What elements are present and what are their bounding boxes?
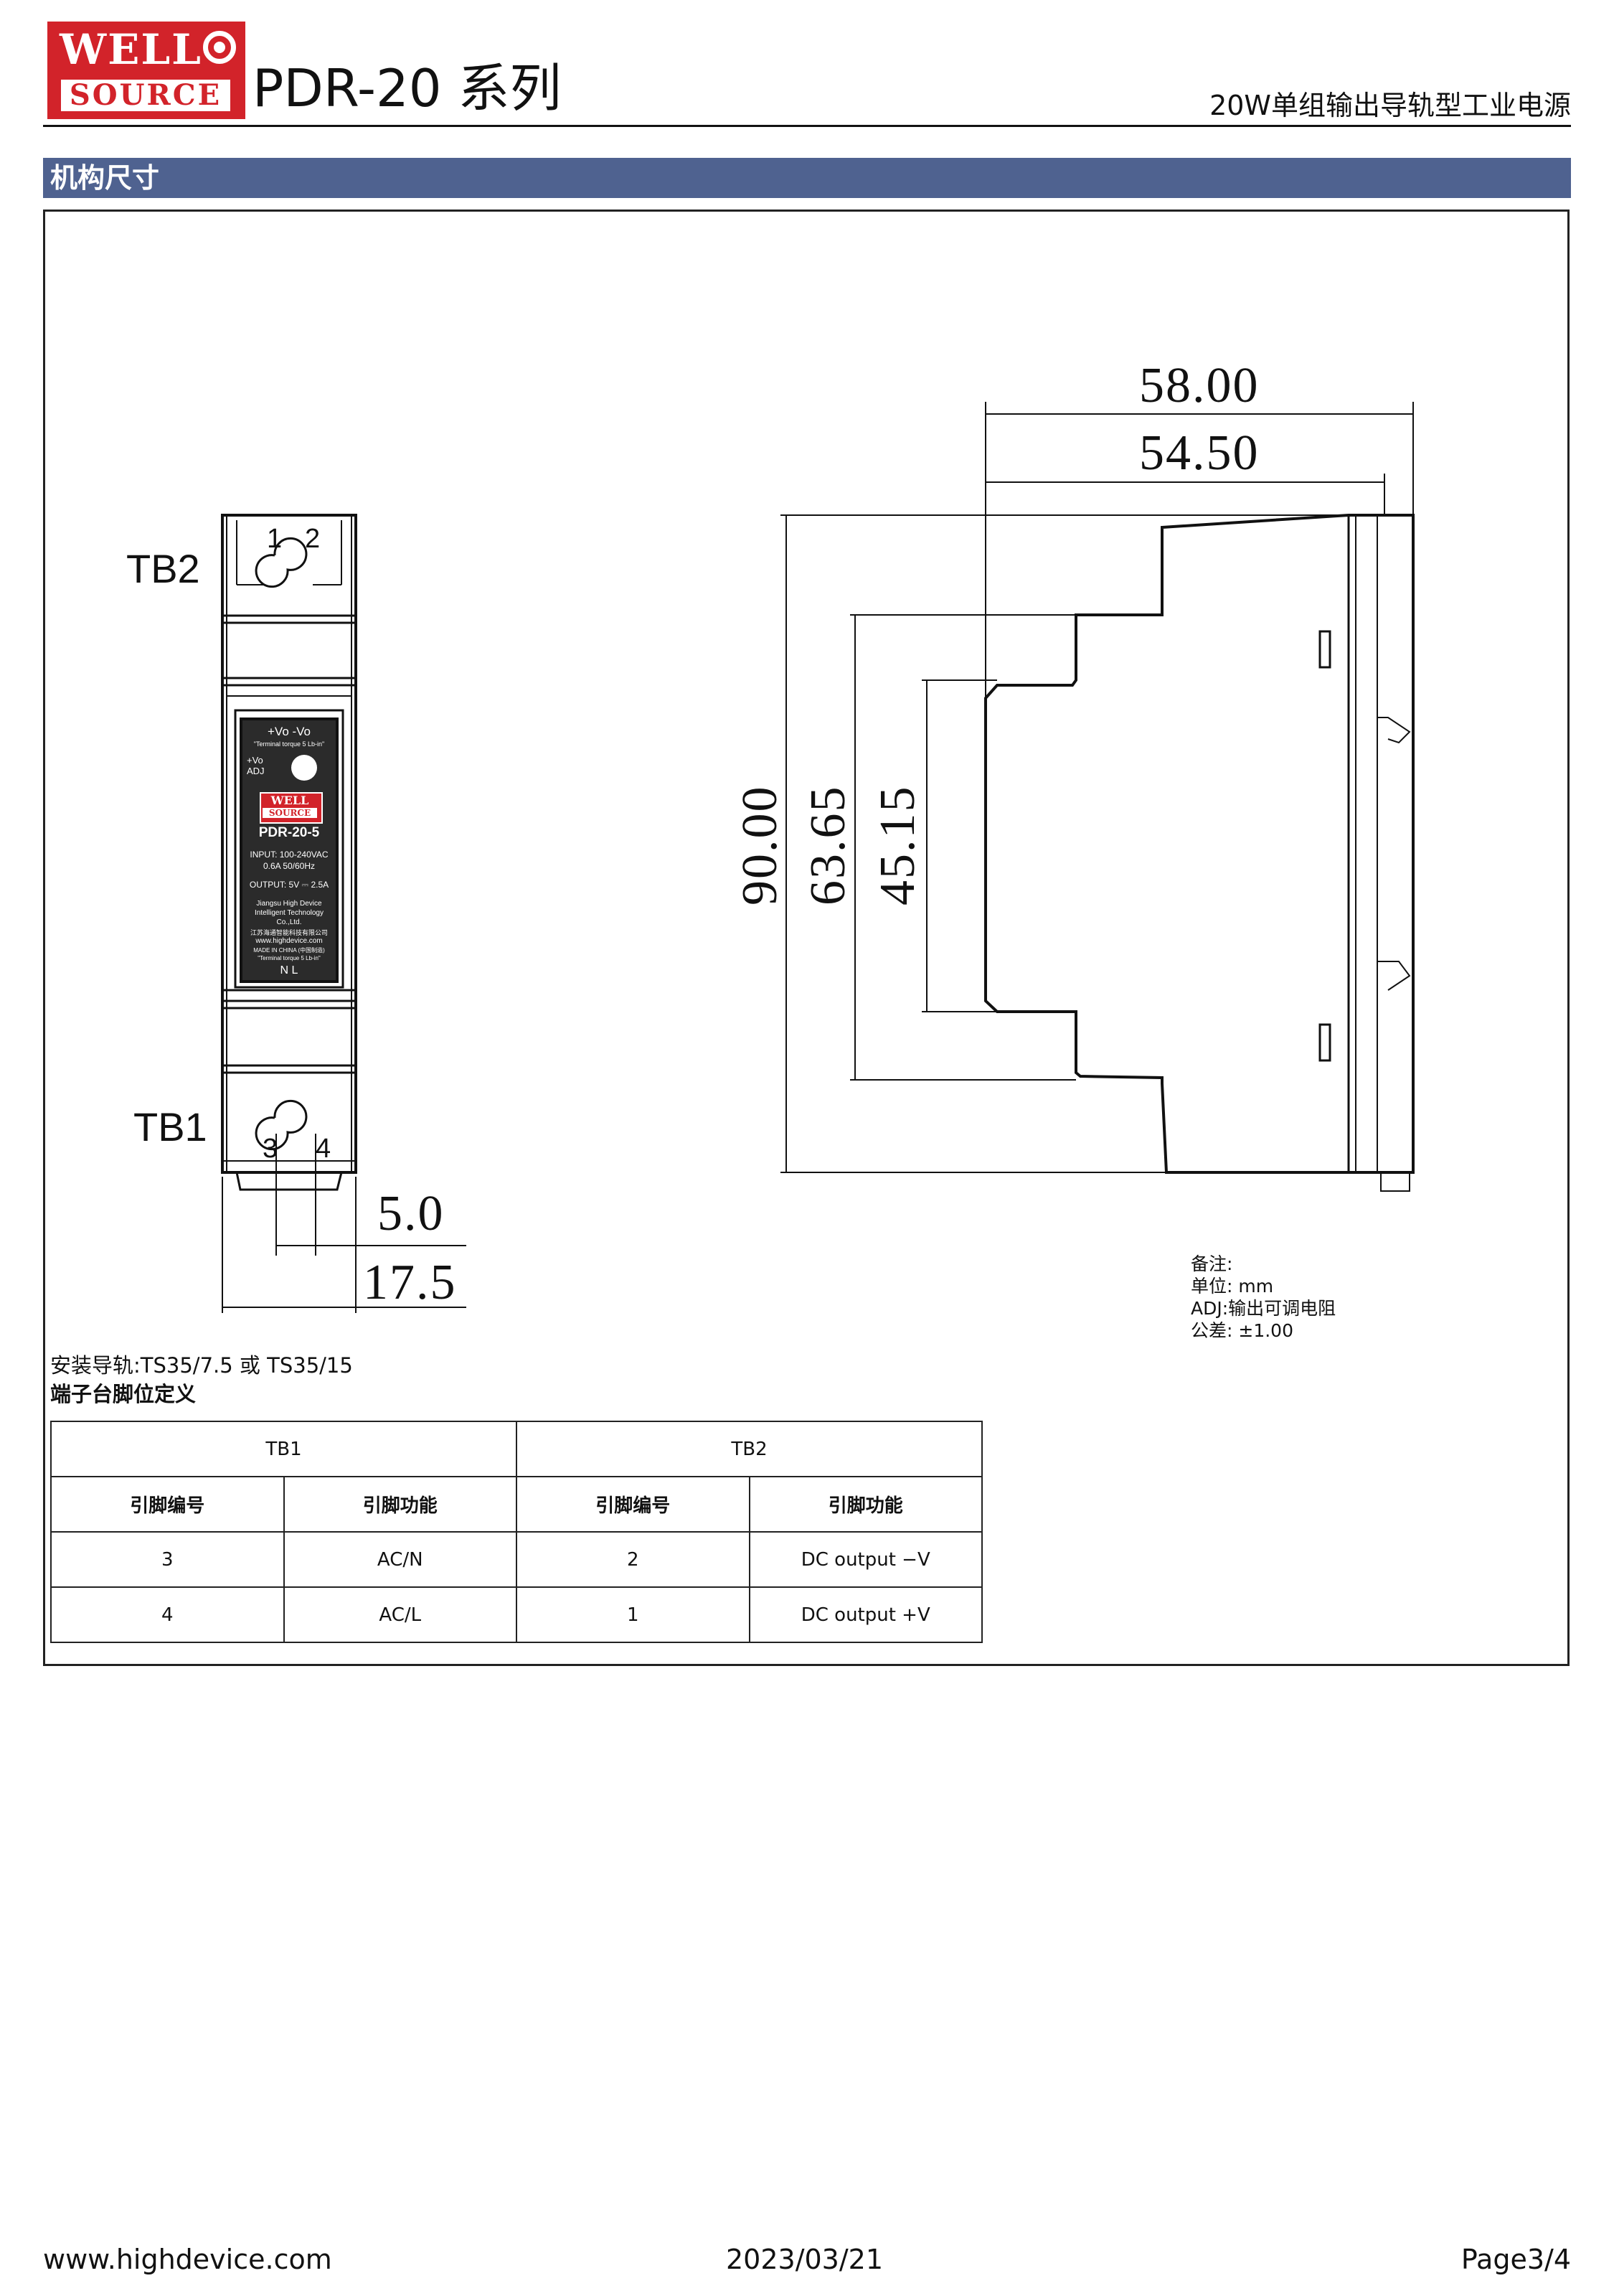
pin-table: TB1 TB2 引脚编号 引脚功能 引脚编号 引脚功能 3 AC/N 2 DC … (50, 1421, 983, 1643)
section-title: 机构尺寸 (50, 162, 160, 194)
table-cell: DC output −V (748, 1531, 983, 1588)
rail-spec: 安装导轨:TS35/7.5 或 TS35/15 (50, 1353, 353, 1378)
dim-pitch: 5.0 (377, 1186, 445, 1241)
table-cell: 2 (516, 1531, 750, 1588)
dim-height-total: 90.00 (732, 785, 788, 906)
label-torque-top: "Terminal torque 5 Lb-in" (253, 740, 325, 748)
notes-adj: ADJ:输出可调电阻 (1191, 1298, 1336, 1319)
label-maker3: Co.,Ltd. (276, 918, 302, 926)
label-logo-top: WELL (270, 794, 309, 807)
device-label: +Vo -Vo "Terminal torque 5 Lb-in" +Vo AD… (240, 718, 339, 983)
series-title: PDR-20 系列 (253, 58, 562, 118)
logo-text-top: WELL (60, 25, 202, 74)
dim-width: 17.5 (363, 1255, 457, 1310)
label-adj: +Vo ADJ (247, 755, 265, 776)
label-maker-cn: 江苏海通智能科技有限公司 (250, 929, 328, 936)
tb1-pin-3: 3 (263, 1134, 278, 1164)
label-made: MADE IN CHINA (中国制造) (253, 947, 325, 954)
pin-table-header: 引脚编号 (516, 1476, 750, 1533)
front-view-body (221, 514, 357, 1174)
table-cell: AC/N (283, 1531, 517, 1588)
header-divider (43, 125, 1571, 127)
notes-title: 备注: (1191, 1253, 1233, 1274)
tb2-label: TB2 (126, 546, 200, 591)
table-cell: 4 (50, 1586, 285, 1643)
dim-depth-body: 54.50 (1139, 425, 1260, 481)
footer-website[interactable]: www.highdevice.com (43, 2244, 332, 2275)
tb2-pin-1: 1 (267, 524, 283, 554)
table-cell: AC/L (283, 1586, 517, 1643)
notes-unit: 单位: mm (1191, 1276, 1274, 1297)
pin-table-header: 引脚功能 (748, 1476, 983, 1533)
label-input: INPUT: 100-240VAC (250, 850, 329, 860)
label-model: PDR-20-5 (258, 825, 320, 840)
notes: 备注: 单位: mm ADJ:输出可调电阻 公差: ±1.00 (1191, 1253, 1336, 1342)
adj-knob-icon (291, 755, 317, 781)
terminal-def-title: 端子台脚位定义 (50, 1382, 197, 1406)
label-web: www.highdevice.com (255, 937, 323, 945)
logo-ring-icon (203, 31, 236, 64)
label-input2: 0.6A 50/60Hz (263, 861, 316, 871)
dim-height-mid: 63.65 (801, 785, 856, 906)
dim-height-front: 45.15 (870, 785, 925, 906)
section-header: 机构尺寸 (43, 158, 1571, 198)
table-cell: DC output +V (748, 1586, 983, 1643)
notes-tolerance: 公差: ±1.00 (1191, 1320, 1293, 1341)
pin-table-header: 引脚功能 (283, 1476, 517, 1533)
pin-table-header: 引脚编号 (50, 1476, 285, 1533)
table-cell: 3 (50, 1531, 285, 1588)
pin-table-group-tb2: TB2 (516, 1421, 983, 1477)
logo-text-bottom: SOURCE (61, 80, 230, 111)
drawing-frame (43, 210, 1570, 1666)
table-cell: 1 (516, 1586, 750, 1643)
dim-depth-total: 58.00 (1139, 358, 1260, 413)
pin-table-group-tb1: TB1 (50, 1421, 517, 1477)
product-subtitle: 20W单组输出导轨型工业电源 (1209, 90, 1571, 121)
tb1-label: TB1 (133, 1104, 207, 1149)
label-logo-bottom: SOURCE (263, 808, 317, 818)
tb2-pin-2: 2 (305, 524, 321, 554)
table-row: 3 AC/N 2 DC output −V (50, 1531, 983, 1588)
brand-logo: WELL SOURCE (47, 22, 245, 119)
label-output: OUTPUT: 5V ⎓ 2.5A (249, 880, 329, 890)
label-torque-bottom: "Terminal torque 5 Lb-in" (258, 955, 321, 961)
footer-page: Page3/4 (1460, 2244, 1571, 2275)
tb1-pin-4: 4 (316, 1134, 331, 1164)
label-out-terms: +Vo -Vo (267, 725, 311, 738)
label-maker1: Jiangsu High Device (256, 900, 322, 908)
footer-date: 2023/03/21 (726, 2244, 884, 2275)
label-in-terms: N L (280, 964, 298, 977)
label-maker2: Intelligent Technology (255, 909, 324, 917)
table-row: 4 AC/L 1 DC output +V (50, 1586, 983, 1643)
